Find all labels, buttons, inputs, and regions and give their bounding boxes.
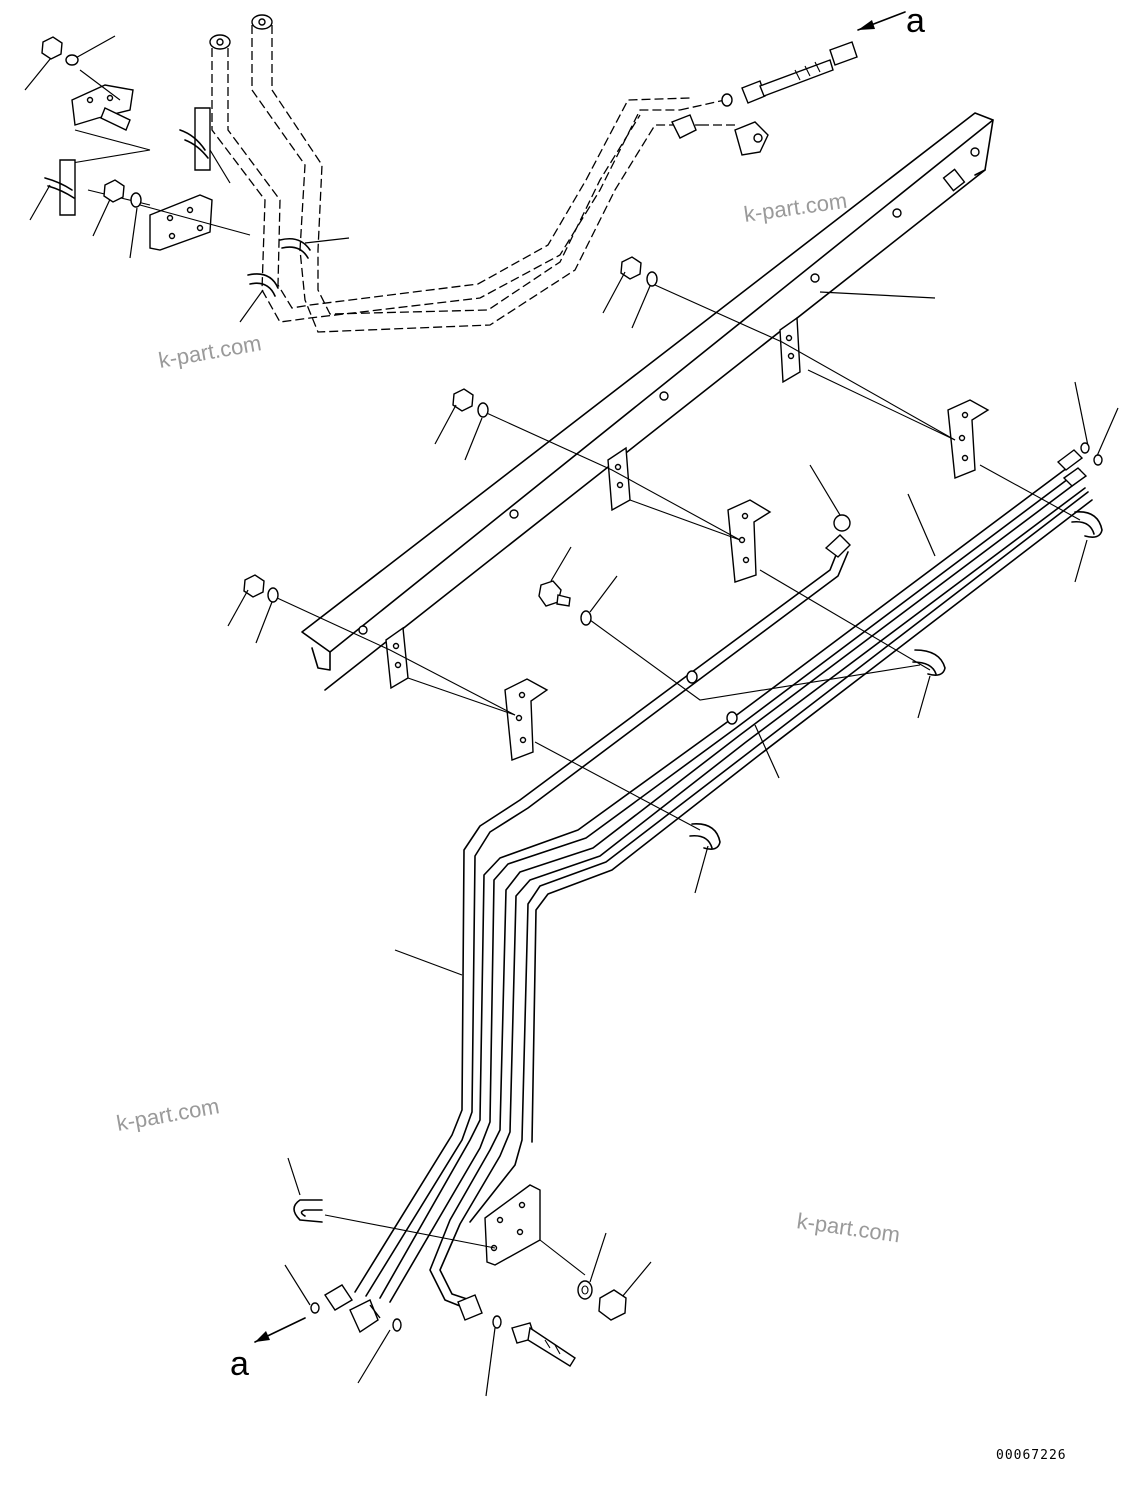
u-clamp-lower-4	[293, 1199, 323, 1223]
nut-3	[243, 574, 265, 598]
hose-upper-left	[209, 14, 735, 333]
nut-upper-left-1	[41, 36, 63, 60]
u-clamp-lower-1	[1071, 511, 1103, 538]
fitting-lower-3	[457, 1294, 483, 1321]
washer-upper-left-1	[65, 54, 79, 66]
connection-label-bottom: a	[230, 1345, 249, 1383]
connection-label-top: a	[906, 2, 925, 40]
watermark-3: k-part.com	[115, 1093, 222, 1136]
tube-assembly	[354, 442, 1103, 1309]
bolt-1	[538, 580, 571, 607]
u-clamp-upper-4	[247, 273, 279, 297]
u-clamp-lower-3	[689, 823, 721, 850]
washer-3	[267, 587, 279, 603]
o-ring-1	[580, 610, 592, 626]
nut-lower	[598, 1289, 627, 1321]
drawing-number: 00067226	[996, 1448, 1067, 1463]
watermark-1: k-part.com	[742, 188, 848, 227]
nut-1	[620, 256, 642, 280]
watermark-4: k-part.com	[795, 1208, 901, 1247]
o-ring-lower-1	[392, 1318, 402, 1332]
o-ring-lower-2	[492, 1315, 502, 1329]
bracket-upper-left-1	[71, 69, 151, 151]
u-clamp-lower-2	[912, 649, 946, 676]
bolt-lower	[511, 1322, 576, 1367]
washer-lower	[577, 1280, 593, 1300]
washer-2	[477, 402, 489, 418]
nut-2	[452, 388, 474, 412]
arrow-head-bottom	[255, 1331, 270, 1342]
assembly-lines	[274, 284, 1081, 831]
u-clamp-upper-1	[179, 129, 209, 159]
u-clamp-upper-3	[279, 237, 311, 259]
leader-lines	[24, 35, 1119, 1397]
fitting-upper-right	[671, 41, 858, 156]
mount-plate-3	[504, 678, 549, 761]
nut-upper-left-2	[103, 179, 125, 203]
watermark-2: k-part.com	[157, 330, 264, 373]
fitting-lower-1	[310, 1284, 353, 1314]
washer-1	[646, 271, 658, 287]
bracket-lower	[324, 1184, 586, 1276]
rail-bracket-1	[779, 316, 801, 384]
arrow-head-top	[858, 20, 875, 30]
bracket-upper-left-2	[59, 149, 251, 251]
washer-upper-left-2	[130, 192, 142, 208]
u-clamp-upper-2	[44, 177, 75, 199]
main-rail	[301, 112, 994, 691]
mount-plate-1	[947, 399, 990, 479]
mount-plate-2	[727, 499, 772, 583]
fitting-lower-2	[349, 1299, 381, 1334]
rail-bracket-2	[607, 446, 631, 512]
